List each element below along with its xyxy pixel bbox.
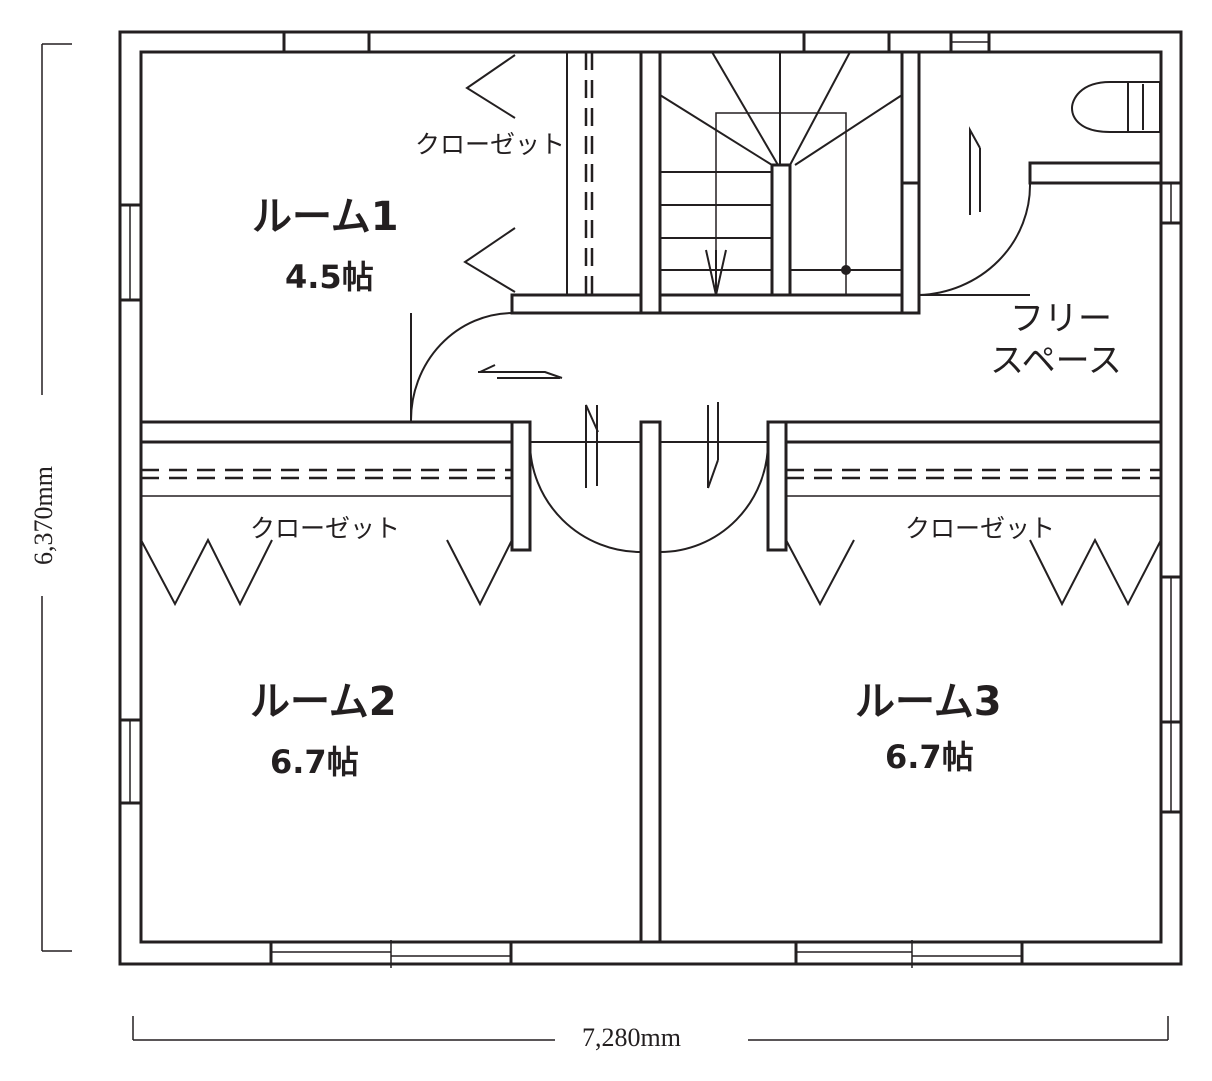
room3-size: 6.7帖 bbox=[885, 738, 974, 776]
staircase bbox=[659, 51, 903, 297]
interior-walls bbox=[139, 50, 1163, 944]
dimension-lines bbox=[41, 43, 1169, 1041]
width-dimension: 7,280mm bbox=[582, 1023, 681, 1052]
room3-closet bbox=[785, 468, 1162, 607]
doors bbox=[410, 182, 1032, 553]
windows bbox=[118, 30, 1183, 968]
room2-closet bbox=[140, 468, 513, 607]
room3-closet-label: クローゼット bbox=[905, 514, 1055, 543]
toilet bbox=[1070, 81, 1161, 133]
height-dimension: 6,370mm bbox=[29, 466, 58, 565]
free-space-label-line1: フリー bbox=[1010, 299, 1112, 339]
room2-closet-label: クローゼット bbox=[250, 514, 400, 543]
room2-size: 6.7帖 bbox=[270, 743, 359, 781]
room1-closet-label: クローゼット bbox=[415, 130, 565, 159]
room1-size: 4.5帖 bbox=[285, 258, 374, 296]
room2-name: ルーム2 bbox=[250, 679, 397, 725]
slide-arrows bbox=[478, 126, 981, 489]
room1-name: ルーム1 bbox=[252, 194, 399, 240]
room3-name: ルーム3 bbox=[855, 679, 1002, 725]
free-space-label-line2: スペース bbox=[990, 341, 1122, 381]
room1-closet bbox=[463, 52, 594, 295]
